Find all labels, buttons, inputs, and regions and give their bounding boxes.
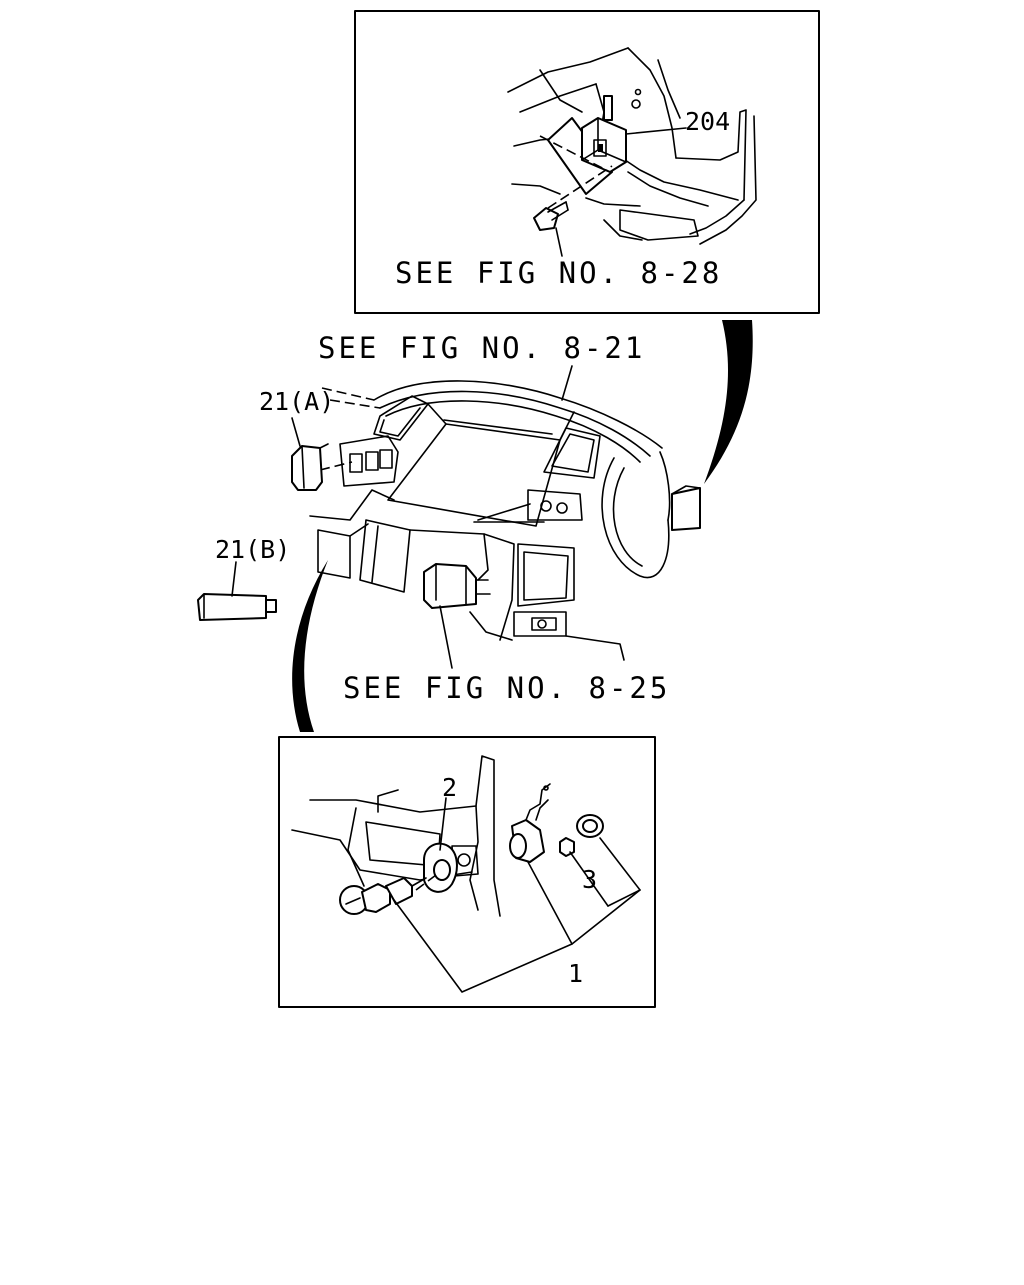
switch-21a (291, 443, 329, 491)
center-display (387, 423, 561, 527)
callout-2: 2 (442, 773, 457, 802)
relay-bracket (547, 117, 613, 195)
reference-fig-8-21: SEE FIG NO. 8-21 (318, 331, 645, 365)
callout-21b: 21(B) (215, 535, 290, 564)
switch-21b (197, 593, 277, 621)
lighter-socket (509, 783, 551, 863)
hazard-switch (423, 563, 491, 609)
inset-pointer-top (704, 320, 753, 484)
reference-fig-8-28: SEE FIG NO. 8-28 (395, 256, 722, 290)
callout-3: 3 (582, 865, 597, 894)
part-2-ring (423, 842, 458, 893)
lighter-plug (339, 871, 441, 915)
relay-inset: 204 SEE FIG NO. 8-28 (354, 10, 820, 314)
callout-21a: 21(A) (259, 387, 334, 416)
part-3-retainer (559, 814, 604, 857)
panel-end-cap (671, 487, 701, 531)
instrument-panel: SEE FIG NO. 8-21 (197, 331, 701, 705)
lighter-inset-frame (278, 736, 656, 1008)
relay-204 (581, 117, 627, 173)
relay-inset-frame (354, 10, 820, 314)
lighter-inset: 2 3 1 (278, 736, 656, 1008)
relay-bolt (533, 201, 569, 231)
callout-204: 204 (685, 107, 730, 136)
reference-fig-8-25: SEE FIG NO. 8-25 (343, 671, 670, 705)
inset-pointer-bottom (292, 560, 328, 732)
callout-1: 1 (568, 959, 583, 988)
